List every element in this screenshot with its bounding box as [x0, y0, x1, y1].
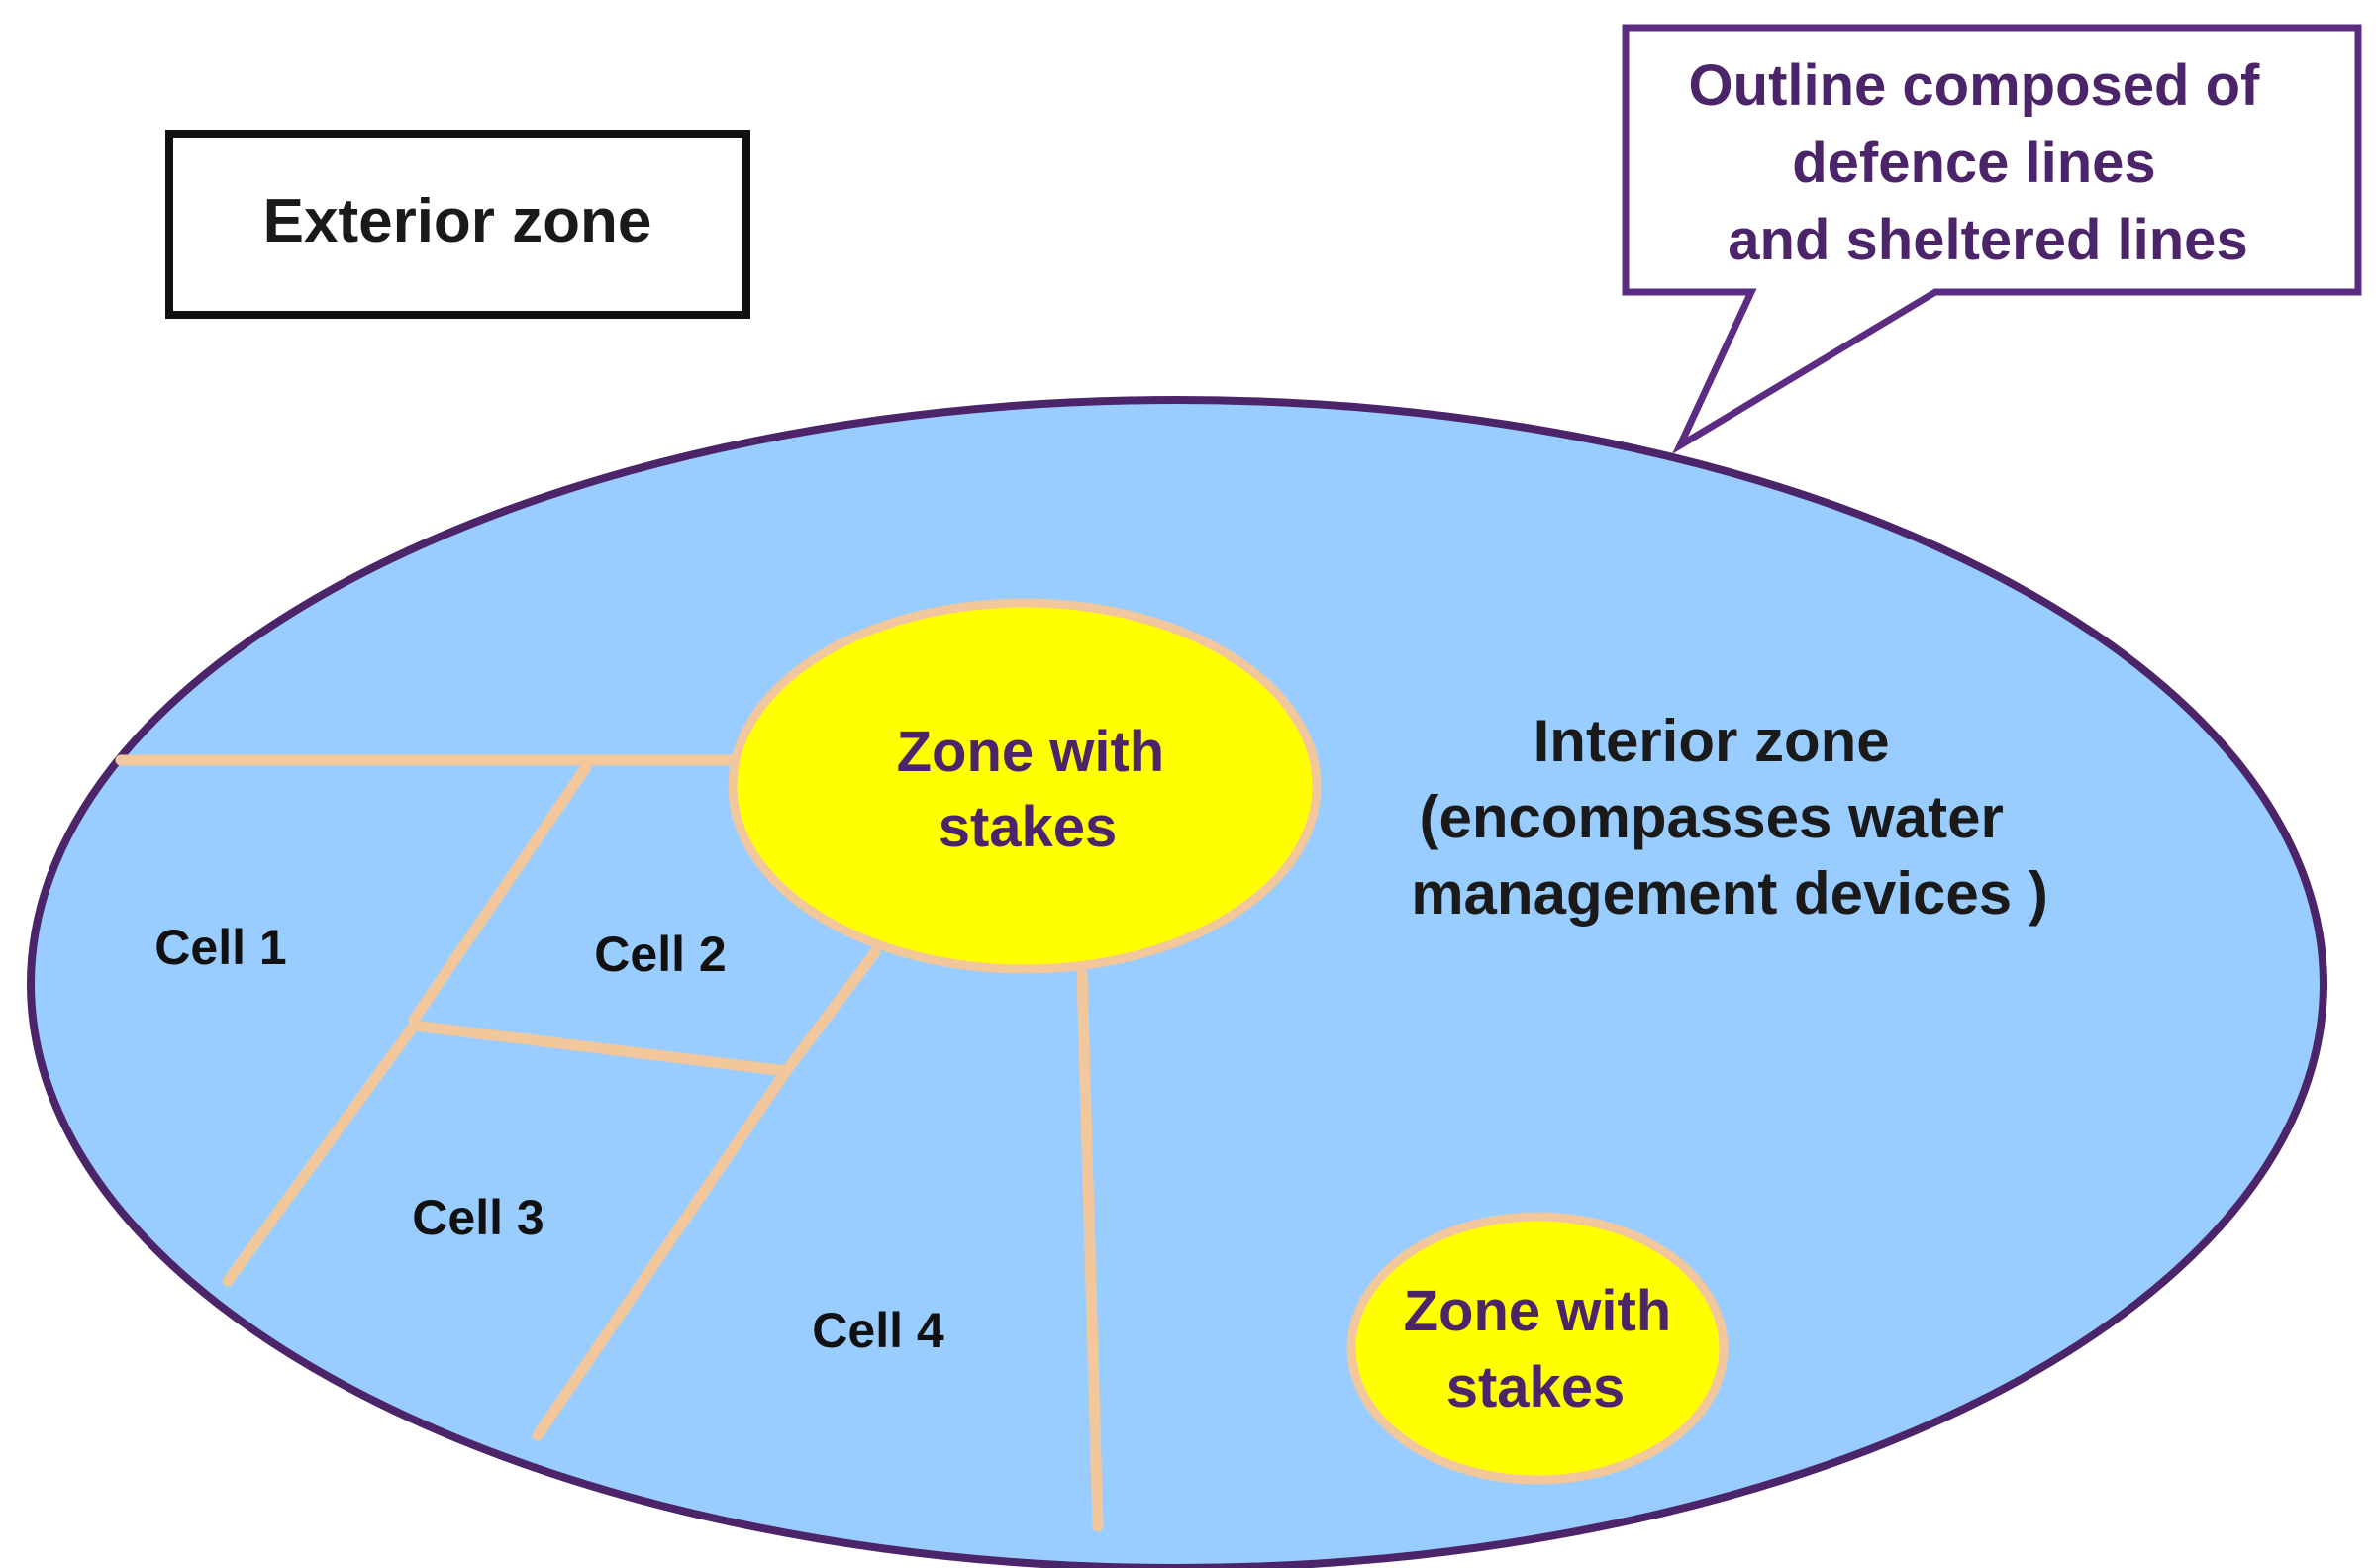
cell-boundary-line	[222, 1020, 420, 1287]
outline-callout-line: and sheltered lines	[1728, 208, 2247, 272]
cell-boundary-line	[408, 1020, 792, 1077]
cell-boundary-line	[532, 1065, 792, 1441]
cell-boundary-line	[780, 946, 881, 1077]
interior-zone-line: (encompasses water	[1420, 784, 2004, 850]
cell-1-label: Cell 1	[154, 920, 286, 975]
interior-zone-line: management devices )	[1411, 860, 2048, 927]
exterior-zone-label: Exterior zone	[263, 187, 652, 255]
stakes-zone-small	[1346, 1212, 1729, 1485]
cell-boundary-line	[1076, 968, 1104, 1532]
cell-2-label: Cell 2	[594, 927, 726, 982]
stakes-zone-line: stakes	[1446, 1355, 1626, 1420]
stakes-zone-large-text: Zone with stakes	[897, 720, 1181, 859]
outline-callout-line: defence lines	[1792, 131, 2155, 195]
outline-callout-text: Outline composed of defence lines and sh…	[1689, 53, 2276, 272]
stakes-zone-large	[728, 598, 1322, 974]
cell-boundary-line	[408, 761, 592, 1026]
stakes-zone-line: stakes	[939, 795, 1118, 859]
cell-boundaries	[115, 754, 1104, 1532]
stakes-zone-line: Zone with	[897, 720, 1165, 784]
interior-zone-line: Interior zone	[1534, 708, 1890, 774]
cell-3-label: Cell 3	[412, 1190, 544, 1245]
stakes-zone-small-text: Zone with stakes	[1404, 1279, 1688, 1420]
interior-zone-ellipse	[27, 396, 2327, 1568]
exterior-zone-box	[165, 130, 750, 319]
stakes-zone-line: Zone with	[1404, 1279, 1672, 1343]
interior-zone-text: Interior zone (encompasses water managem…	[1411, 708, 2048, 927]
cell-4-label: Cell 4	[812, 1303, 944, 1358]
outline-callout-box	[1622, 24, 2362, 454]
outline-callout-line: Outline composed of	[1689, 53, 2260, 118]
